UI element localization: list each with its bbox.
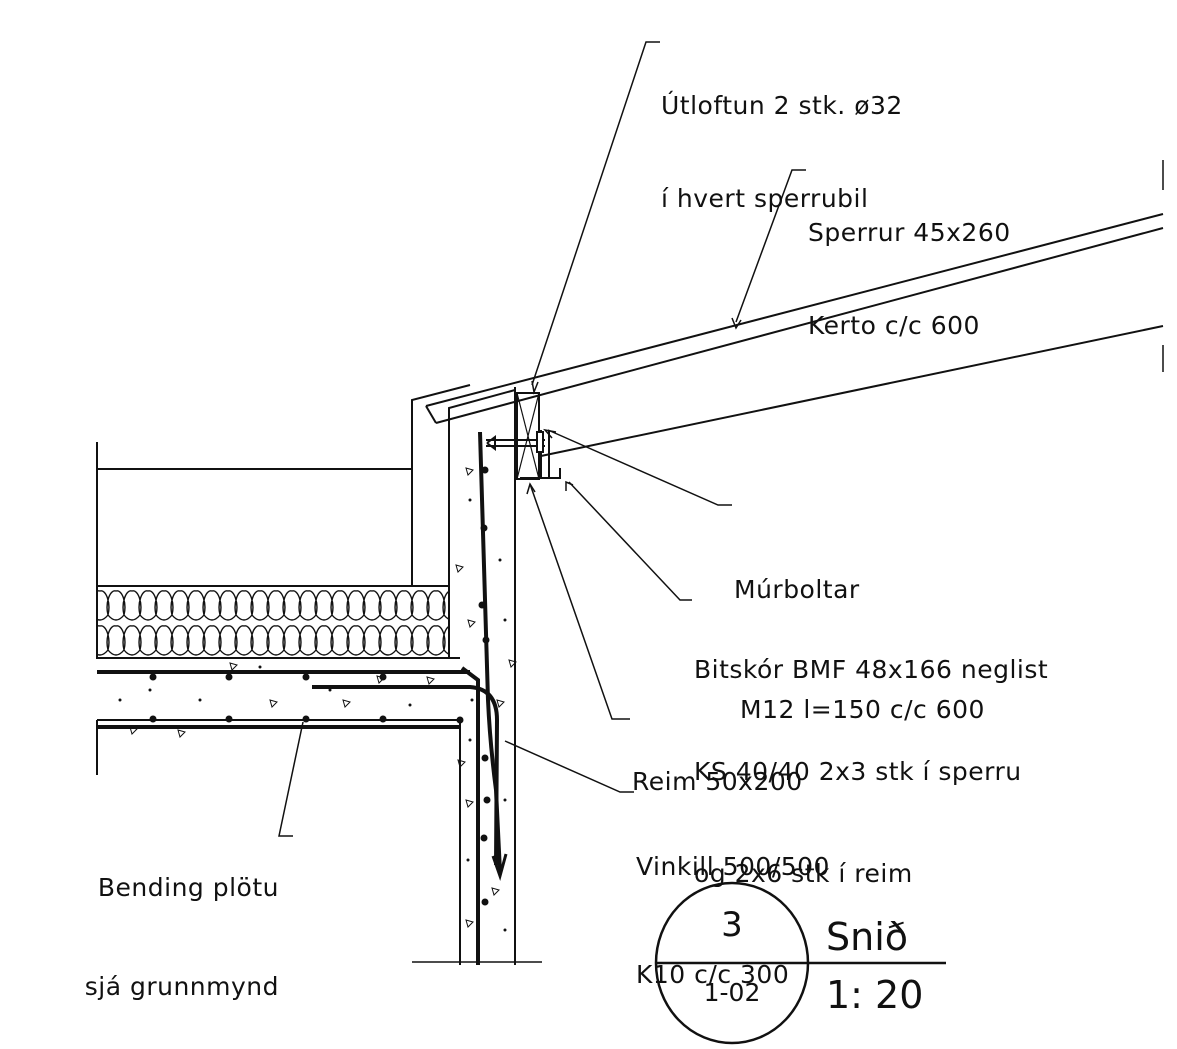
concrete-hatch [118, 466, 517, 932]
insulation-loop-row [97, 590, 449, 621]
rafter-label: Sperrur 45x260 Kerto c/c 600 [808, 155, 1011, 372]
vent-label-line-2: í hvert sperrubil [661, 184, 869, 213]
rafter-label-line-1: Sperrur 45x260 [808, 218, 1011, 247]
concrete-aggregate [376, 675, 385, 684]
concrete-dot [379, 715, 387, 723]
concrete-dot [456, 716, 464, 724]
concrete-speck [503, 798, 507, 802]
concrete-dot [149, 673, 157, 681]
concrete-slab [96, 657, 470, 775]
concrete-dot [225, 715, 233, 723]
scale-label: 1: 20 [826, 973, 924, 1017]
rafter-label-line-2: Kerto c/c 600 [808, 311, 980, 340]
sheet-number: 1-02 [703, 978, 761, 1007]
concrete-dot [483, 796, 491, 804]
concrete-aggregate [229, 662, 238, 671]
concrete-dot [225, 673, 233, 681]
concrete-speck [470, 698, 474, 702]
joist-hanger-label-line-1: Bitskór BMF 48x166 neglist [694, 655, 1049, 684]
concrete-aggregate [465, 467, 474, 476]
concrete-dot [480, 524, 488, 532]
concrete-dot [478, 601, 486, 609]
concrete-aggregate [465, 799, 474, 808]
concrete-speck [328, 688, 332, 692]
bolts-label-line-2: M12 l=150 c/c 600 [740, 695, 985, 724]
joist-hanger-label: Bitskór BMF 48x166 neglist KS 40/40 2x3 … [694, 585, 1048, 925]
parapet-wall [96, 384, 471, 586]
concrete-aggregate [465, 919, 474, 928]
wall-plate [516, 392, 540, 480]
concrete-speck [468, 738, 472, 742]
concrete-dot [481, 898, 489, 906]
rebar-label-line-2: sjá grunnmynd [84, 972, 279, 1001]
title-bubble [654, 881, 946, 1045]
detail-number: 3 [721, 905, 743, 945]
concrete-dot [302, 673, 310, 681]
wall-bolt [486, 431, 545, 453]
concrete-aggregate [457, 759, 466, 768]
vent-label: Útloftun 2 stk. ø32 í hvert sperrubil [661, 28, 903, 245]
concrete-aggregate [426, 676, 435, 685]
concrete-dot [481, 754, 489, 762]
angle-label-line-2: K10 c/c 300 [636, 960, 790, 989]
vent-label-line-1: Útloftun 2 stk. ø32 [661, 91, 903, 120]
concrete-aggregate [342, 699, 351, 708]
concrete-speck [198, 698, 202, 702]
concrete-dot [482, 636, 490, 644]
concrete-aggregate [455, 564, 464, 573]
concrete-speck [498, 558, 502, 562]
concrete-speck [503, 618, 507, 622]
concrete-aggregate [508, 659, 517, 668]
leader-lines [278, 41, 806, 837]
concrete-wall [312, 387, 542, 965]
concrete-speck [468, 498, 472, 502]
bolts-label: Múrboltar M12 l=150 c/c 600 [734, 490, 985, 770]
angle-label-line-1: Vinkill 500/500 [636, 852, 830, 881]
concrete-dot [481, 466, 489, 474]
wall-plate-label: Reim 50x200 [632, 704, 803, 828]
concrete-speck [258, 665, 262, 669]
insulation [96, 585, 450, 659]
concrete-dot [149, 715, 157, 723]
joist-hanger-label-line-3: og 2x6 stk í reim [694, 859, 913, 888]
concrete-aggregate [269, 699, 278, 708]
bolts-label-line-1: Múrboltar [734, 575, 860, 604]
concrete-aggregate [129, 726, 138, 735]
wall-plate-label-line-1: Reim 50x200 [632, 767, 803, 796]
concrete-dot [302, 715, 310, 723]
concrete-speck [408, 703, 412, 707]
concrete-speck [118, 698, 122, 702]
joist-hanger-label-line-2: KS 40/40 2x3 stk í sperru [694, 757, 1022, 786]
concrete-aggregate [177, 729, 186, 738]
concrete-aggregate [491, 887, 500, 896]
concrete-aggregate [467, 619, 476, 628]
angle-label: Vinkill 500/500 K10 c/c 300 [636, 777, 830, 1029]
concrete-aggregate [496, 699, 505, 708]
rebar-label-line-1: Bending plötu [97, 873, 279, 902]
rafter [425, 160, 1164, 457]
concrete-speck [148, 688, 152, 692]
rebar-label: Bending plötu sjá grunnmynd [85, 805, 279, 1036]
view-name: Snið [826, 915, 909, 959]
insulation-loop-row [97, 625, 449, 656]
concrete-dot [480, 834, 488, 842]
concrete-speck [503, 928, 507, 932]
concrete-speck [466, 858, 470, 862]
